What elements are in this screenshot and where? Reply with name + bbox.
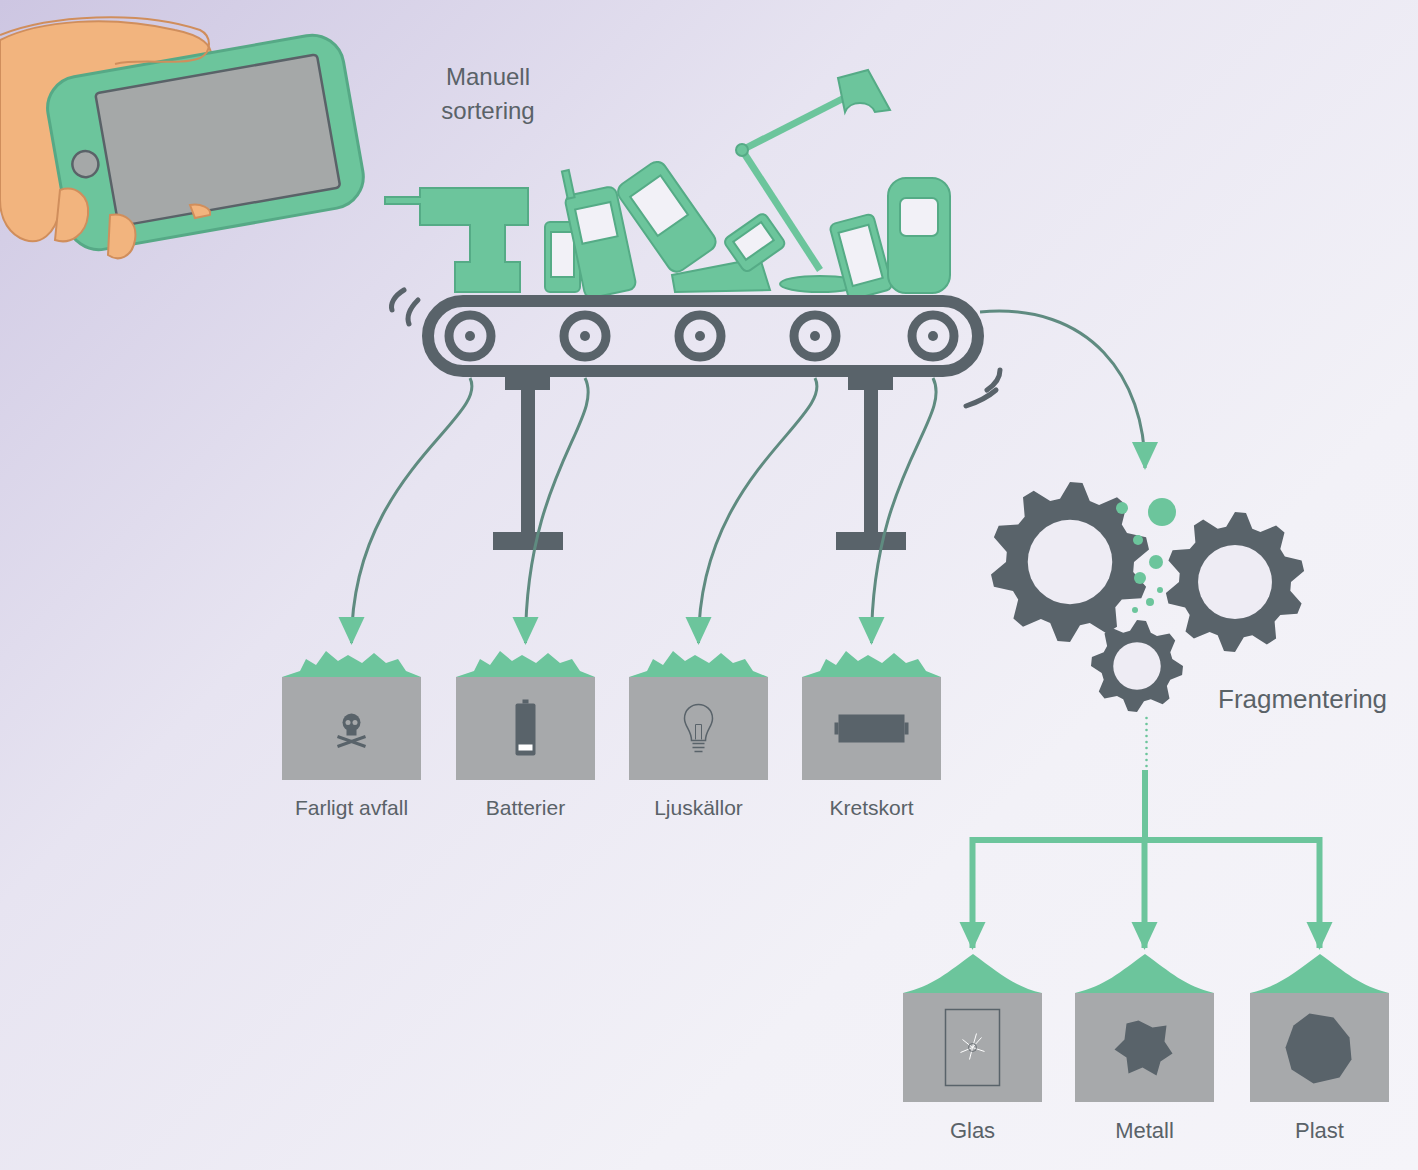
bin-icon (282, 677, 421, 780)
conveyor (392, 290, 1001, 550)
bin-icon (456, 677, 595, 780)
node-label: Manuell sortering (418, 60, 558, 128)
node-label: Plast (1295, 1118, 1344, 1144)
flow-arrow (1145, 770, 1320, 948)
recycling-bin: Metall (1075, 950, 1214, 1102)
recycling-bin: Ljuskällor (629, 645, 768, 780)
bin-heap (1250, 950, 1389, 993)
recycling-bin: Batterier (456, 645, 595, 780)
flow-arrow (973, 770, 1146, 948)
node-label: Fragmentering (1218, 684, 1387, 715)
bin-icon (1075, 993, 1214, 1102)
flow-arrow (526, 378, 589, 643)
node-label: Glas (950, 1118, 995, 1144)
recycling-bin: Farligt avfall (282, 645, 421, 780)
bin-heap (802, 645, 941, 677)
bin-heap (629, 645, 768, 677)
bin-heap (456, 645, 595, 677)
node-label: Kretskort (829, 796, 913, 820)
flow-arrow (699, 378, 818, 643)
recycling-bin: Glas (903, 950, 1042, 1102)
flow-arrow (872, 378, 937, 643)
recycling-bin: Plast (1250, 950, 1389, 1102)
node-label: Ljuskällor (654, 796, 743, 820)
hand-with-phone (0, 17, 368, 258)
node-label: Batterier (486, 796, 565, 820)
sorting-conveyor: Manuell sortering (380, 60, 1000, 378)
bin-heap (1075, 950, 1214, 993)
bin-heap (903, 950, 1042, 993)
fragmentation-gears: Fragmentering (990, 470, 1320, 770)
bin-box (802, 677, 941, 780)
node-label: Farligt avfall (295, 796, 408, 820)
recycling-bin: Kretskort (802, 645, 941, 780)
bin-box (456, 677, 595, 780)
bin-box (629, 677, 768, 780)
bin-icon (1250, 993, 1389, 1102)
bin-icon (903, 993, 1042, 1102)
bin-box (1250, 993, 1389, 1102)
gears (990, 470, 1320, 770)
bin-icon (802, 677, 941, 780)
bin-box (903, 993, 1042, 1102)
bin-box (1075, 993, 1214, 1102)
flow-arrow (980, 311, 1145, 468)
bin-heap (282, 645, 421, 677)
bin-icon (629, 677, 768, 780)
node-label: Metall (1115, 1118, 1174, 1144)
flow-arrow (352, 378, 472, 643)
bin-box (282, 677, 421, 780)
